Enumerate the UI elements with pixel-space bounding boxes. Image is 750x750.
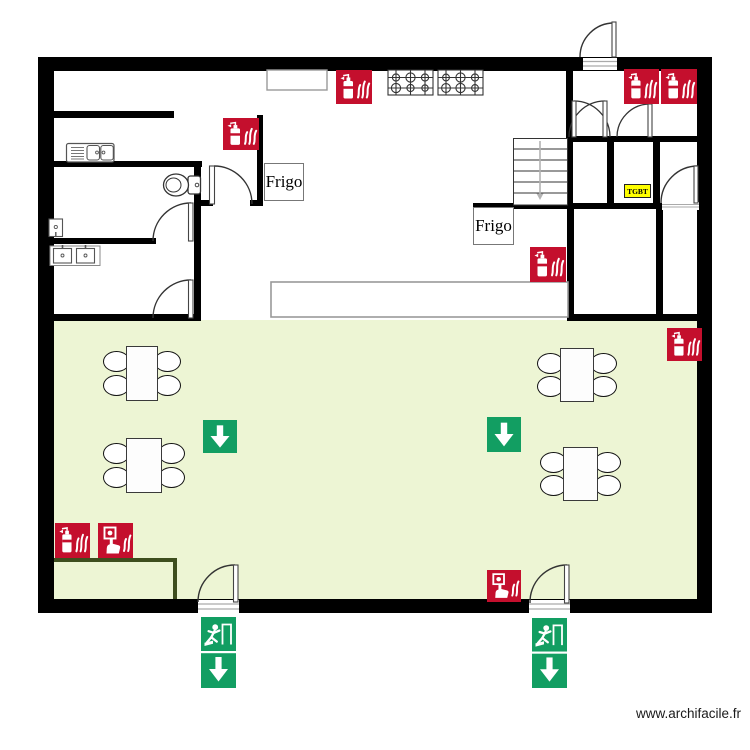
wall <box>572 136 698 142</box>
door-kitchen-corridor <box>208 165 253 205</box>
wall <box>52 161 202 167</box>
zone-room-outline <box>48 558 177 603</box>
bar-counter <box>270 281 569 318</box>
stairs <box>513 138 568 206</box>
wall <box>52 111 174 118</box>
cooktop <box>387 69 434 96</box>
dining-table <box>126 438 162 493</box>
emergency-exit-sign-icon <box>532 618 567 688</box>
fire-extinguisher-sign-icon <box>624 69 659 104</box>
fire-extinguisher-sign-icon <box>530 247 566 282</box>
fire-extinguisher-sign-icon <box>661 69 697 104</box>
label-frigo-kitchen: Frigo <box>264 163 304 201</box>
wall <box>607 142 614 204</box>
wall <box>38 57 712 71</box>
door-stairhall-right <box>616 103 653 138</box>
wall <box>38 314 201 321</box>
wall <box>194 167 201 320</box>
watermark: www.archifacile.fr <box>635 706 741 721</box>
fire-extinguisher-sign-icon <box>667 328 702 361</box>
fire-extinguisher-sign-icon <box>336 70 372 104</box>
manual-call-point-sign-icon <box>487 570 521 602</box>
fire-extinguisher-sign-icon <box>223 118 259 150</box>
wall <box>653 142 660 204</box>
door-wc-2 <box>152 279 194 319</box>
evacuation-arrow-sign-icon <box>487 417 521 452</box>
chair <box>590 352 617 374</box>
wall <box>473 203 712 209</box>
wall <box>201 200 213 206</box>
chair <box>158 467 185 489</box>
wall <box>697 57 712 613</box>
chair <box>594 451 621 473</box>
cooktop <box>437 69 484 96</box>
wall <box>38 57 54 613</box>
dining-table <box>126 346 158 401</box>
door-wc-1 <box>152 202 194 242</box>
dining-table <box>560 348 594 402</box>
chair <box>158 442 185 464</box>
wall <box>257 115 263 206</box>
wall <box>52 238 156 244</box>
evacuation-arrow-sign-icon <box>203 420 237 453</box>
label-frigo-back: Frigo <box>473 207 514 245</box>
door-back-right <box>660 165 699 204</box>
wall <box>656 209 663 320</box>
label-tgbt: TGBT <box>624 184 651 198</box>
wash-basins <box>49 245 101 266</box>
wall <box>566 69 573 206</box>
kitchen-counter <box>266 69 328 91</box>
wall <box>250 200 263 206</box>
sink-unit <box>65 142 115 163</box>
wall <box>567 314 712 321</box>
door-double-stairhall <box>568 100 611 138</box>
door-main-entrance <box>579 21 617 58</box>
wall <box>567 209 574 320</box>
manual-call-point-sign-icon <box>98 523 133 558</box>
fire-extinguisher-sign-icon <box>55 523 90 558</box>
wall <box>38 599 712 613</box>
chair <box>154 350 181 372</box>
dining-table <box>563 447 598 501</box>
chair <box>154 375 181 397</box>
emergency-exit-sign-icon <box>201 617 236 688</box>
